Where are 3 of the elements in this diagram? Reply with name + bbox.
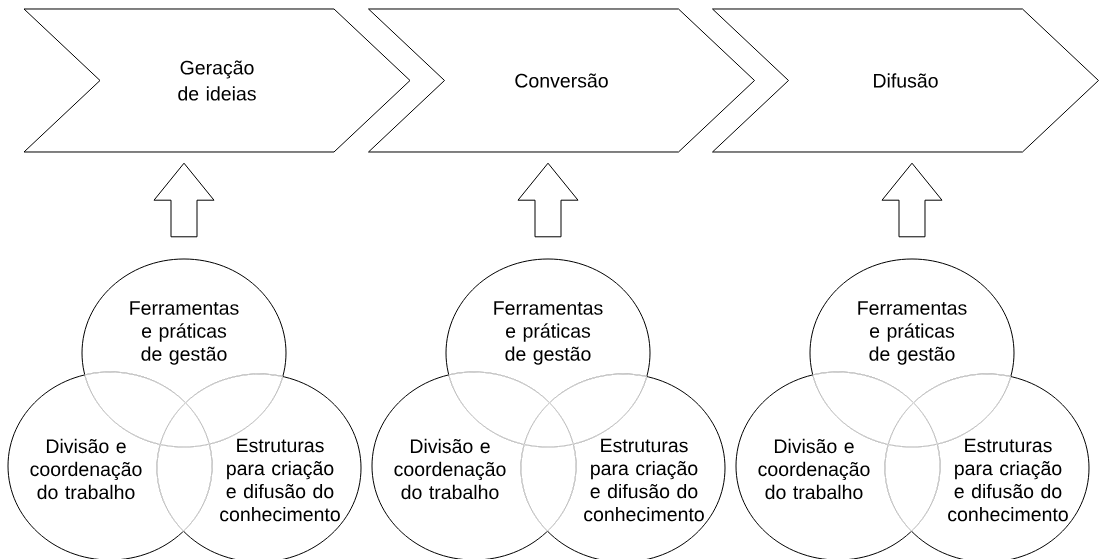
block-arrow bbox=[517, 162, 579, 238]
block-arrow bbox=[881, 162, 943, 238]
block-arrow bbox=[153, 162, 215, 238]
